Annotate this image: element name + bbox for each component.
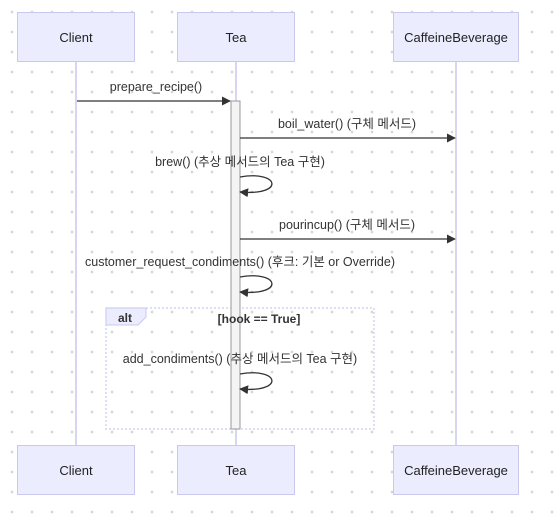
alt-label: alt <box>118 311 133 325</box>
participant-client-bottom: Client <box>17 445 135 495</box>
brew-self-arrow <box>239 175 273 198</box>
participant-caffeinebeverage-top: CaffeineBeverage <box>393 12 519 62</box>
message-customer-request-condiments: customer_request_condiments() (후크: 기본 or… <box>85 255 395 269</box>
participant-tea-bottom: Tea <box>177 445 295 495</box>
tea-activation-bar <box>230 100 241 430</box>
message-prepare-recipe: prepare_recipe() <box>109 80 203 94</box>
message-pourincup: pourincup() (구체 메서드) <box>279 218 415 232</box>
alt-frame-tag <box>105 307 147 326</box>
message-boil-water: boil_water() (구체 메서드) <box>277 117 417 131</box>
participant-tea-top: Tea <box>177 12 295 62</box>
message-brew: brew() (추상 메서드의 Tea 구현) <box>155 155 325 169</box>
customer-request-condiments-self-arrow <box>239 275 273 298</box>
alt-condition: [hook == True] <box>217 312 301 326</box>
participant-client-top: Client <box>17 12 135 62</box>
participant-caffeinebeverage-bottom: CaffeineBeverage <box>393 445 519 495</box>
message-add-condiments: add_condiments() (추상 메서드의 Tea 구현) <box>122 352 358 366</box>
add-condiments-self-arrow <box>239 372 273 395</box>
